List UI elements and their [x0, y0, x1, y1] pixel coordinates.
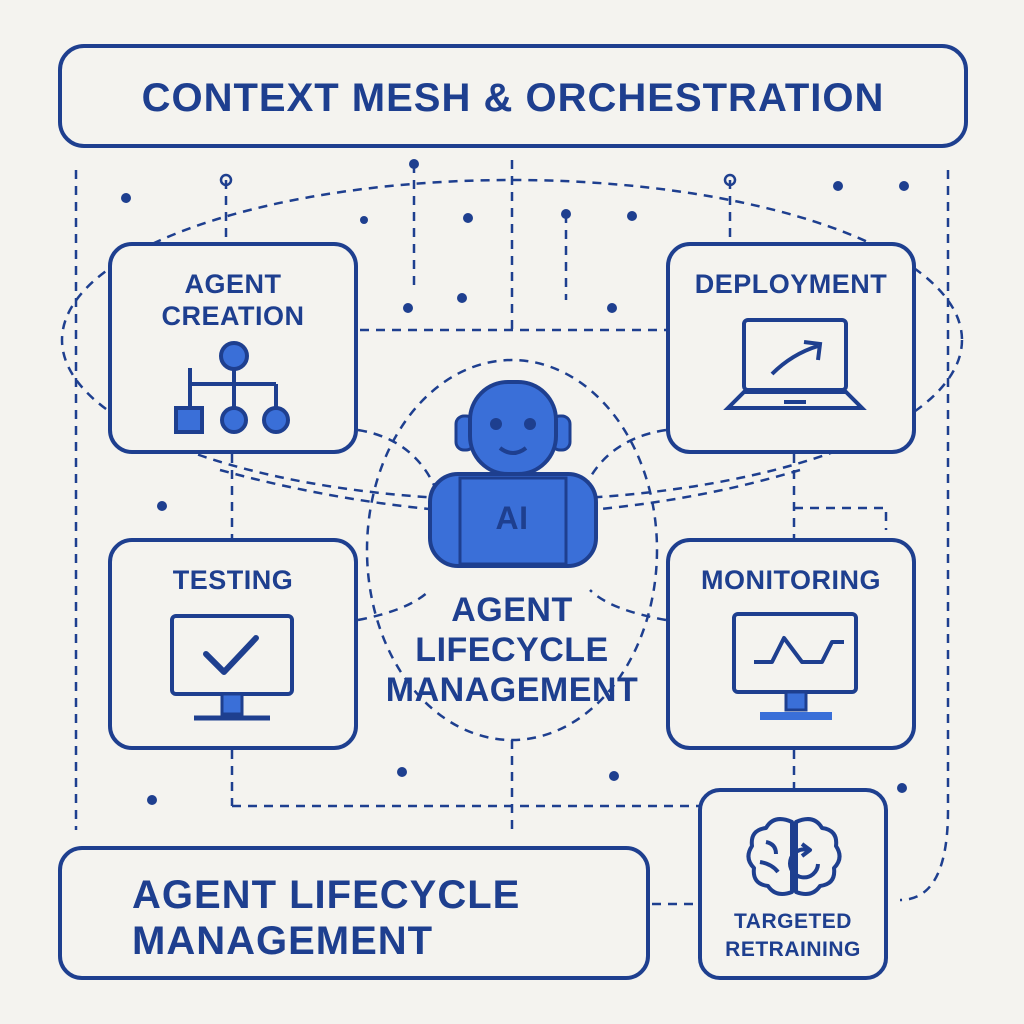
card-targeted-retraining[interactable]: TARGETED RETRAINING	[698, 788, 888, 980]
footer-title: AGENT LIFECYCLE MANAGEMENT	[132, 873, 521, 963]
card-title-agent-creation: AGENT CREATION	[161, 269, 305, 331]
monitor-check-icon	[170, 614, 294, 721]
brain-refresh-icon	[746, 817, 842, 896]
hierarchy-icon	[174, 341, 290, 434]
monitor-pulse-icon	[732, 612, 858, 720]
robot-badge: AI	[495, 500, 529, 536]
card-title-deployment: DEPLOYMENT	[694, 269, 888, 299]
card-testing[interactable]: TESTING	[108, 538, 358, 750]
card-agent-creation[interactable]: AGENT CREATION	[108, 242, 358, 454]
robot-icon	[428, 380, 598, 568]
laptop-arrow-icon	[723, 318, 867, 410]
card-title-targeted-retraining: TARGETED RETRAINING	[725, 910, 861, 961]
card-monitoring[interactable]: MONITORING	[666, 538, 916, 750]
header-banner: CONTEXT MESH & ORCHESTRATION	[58, 44, 968, 148]
card-title-monitoring: MONITORING	[701, 565, 881, 595]
footer-banner: AGENT LIFECYCLE MANAGEMENT	[58, 846, 650, 980]
center-label: AGENT LIFECYCLE MANAGEMENT	[385, 591, 639, 709]
header-title: CONTEXT MESH & ORCHESTRATION	[141, 76, 885, 120]
card-deployment[interactable]: DEPLOYMENT	[666, 242, 916, 454]
card-title-testing: TESTING	[172, 565, 294, 595]
